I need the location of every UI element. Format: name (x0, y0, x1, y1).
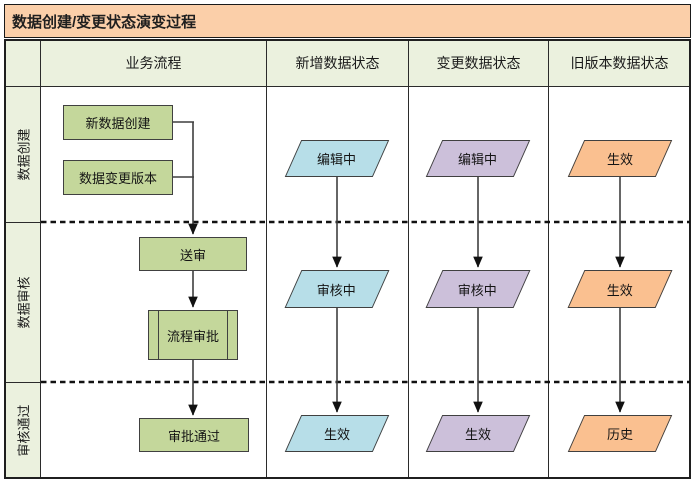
process-box-workflow-approval: 流程审批 (148, 310, 238, 360)
column-header-business-process: 业务流程 (41, 40, 266, 86)
state-changedata-reviewing: 审核中 (425, 270, 531, 308)
state-newdata-effective: 生效 (284, 415, 390, 452)
state-newdata-reviewing: 审核中 (284, 270, 390, 308)
state-oldversion-effective-2: 生效 (567, 270, 673, 308)
lane-separator-solid-2 (5, 382, 40, 383)
grid-hline-header (5, 86, 690, 87)
state-newdata-editing: 编辑中 (284, 140, 390, 177)
diagram-title: 数据创建/变更状态演变过程 (12, 13, 197, 31)
lane-separator-solid-1 (5, 222, 40, 223)
diagram-title-bar: 数据创建/变更状态演变过程 (4, 4, 691, 38)
header-row-background (5, 40, 690, 86)
state-label: 编辑中 (458, 152, 498, 167)
process-box-label: 数据变更版本 (78, 171, 157, 186)
column-header-label: 新增数据状态 (295, 55, 380, 71)
grid-vline-col1 (266, 40, 267, 478)
process-box-submit-review: 送审 (139, 237, 247, 271)
state-changedata-effective: 生效 (425, 415, 531, 452)
state-label: 生效 (323, 427, 350, 442)
process-box-label: 流程审批 (166, 328, 219, 344)
lane-label-column-background (5, 86, 40, 478)
state-label: 历史 (606, 427, 633, 442)
state-changedata-editing: 编辑中 (425, 140, 531, 177)
state-label: 生效 (606, 282, 633, 298)
column-header-label: 旧版本数据状态 (570, 55, 669, 71)
predefined-process-left-bar (158, 311, 159, 359)
state-label: 审核中 (458, 282, 498, 298)
column-header-label: 变更数据状态 (436, 55, 521, 71)
swimlane-table-outline (4, 39, 691, 479)
column-header-change-data-state: 变更数据状态 (409, 40, 548, 86)
process-box-label: 送审 (179, 247, 206, 263)
state-label: 生效 (606, 152, 633, 167)
state-label: 编辑中 (317, 152, 357, 167)
process-box-approval-passed: 审批通过 (139, 418, 249, 452)
state-oldversion-effective-1: 生效 (567, 140, 673, 177)
column-header-new-data-state: 新增数据状态 (267, 40, 408, 86)
grid-vline-col2 (408, 40, 409, 478)
column-header-old-version-state: 旧版本数据状态 (549, 40, 690, 86)
grid-vline-lane (40, 40, 41, 478)
process-box-label: 审批通过 (167, 428, 220, 444)
process-box-new-data-create: 新数据创建 (63, 105, 173, 140)
process-box-label: 新数据创建 (85, 116, 151, 131)
state-label: 审核中 (317, 282, 357, 298)
state-oldversion-history: 历史 (567, 415, 673, 452)
process-box-data-change-version: 数据变更版本 (63, 160, 173, 195)
column-header-label: 业务流程 (125, 55, 182, 71)
grid-vline-col3 (548, 40, 549, 478)
state-label: 生效 (464, 427, 491, 442)
predefined-process-right-bar (227, 311, 228, 359)
